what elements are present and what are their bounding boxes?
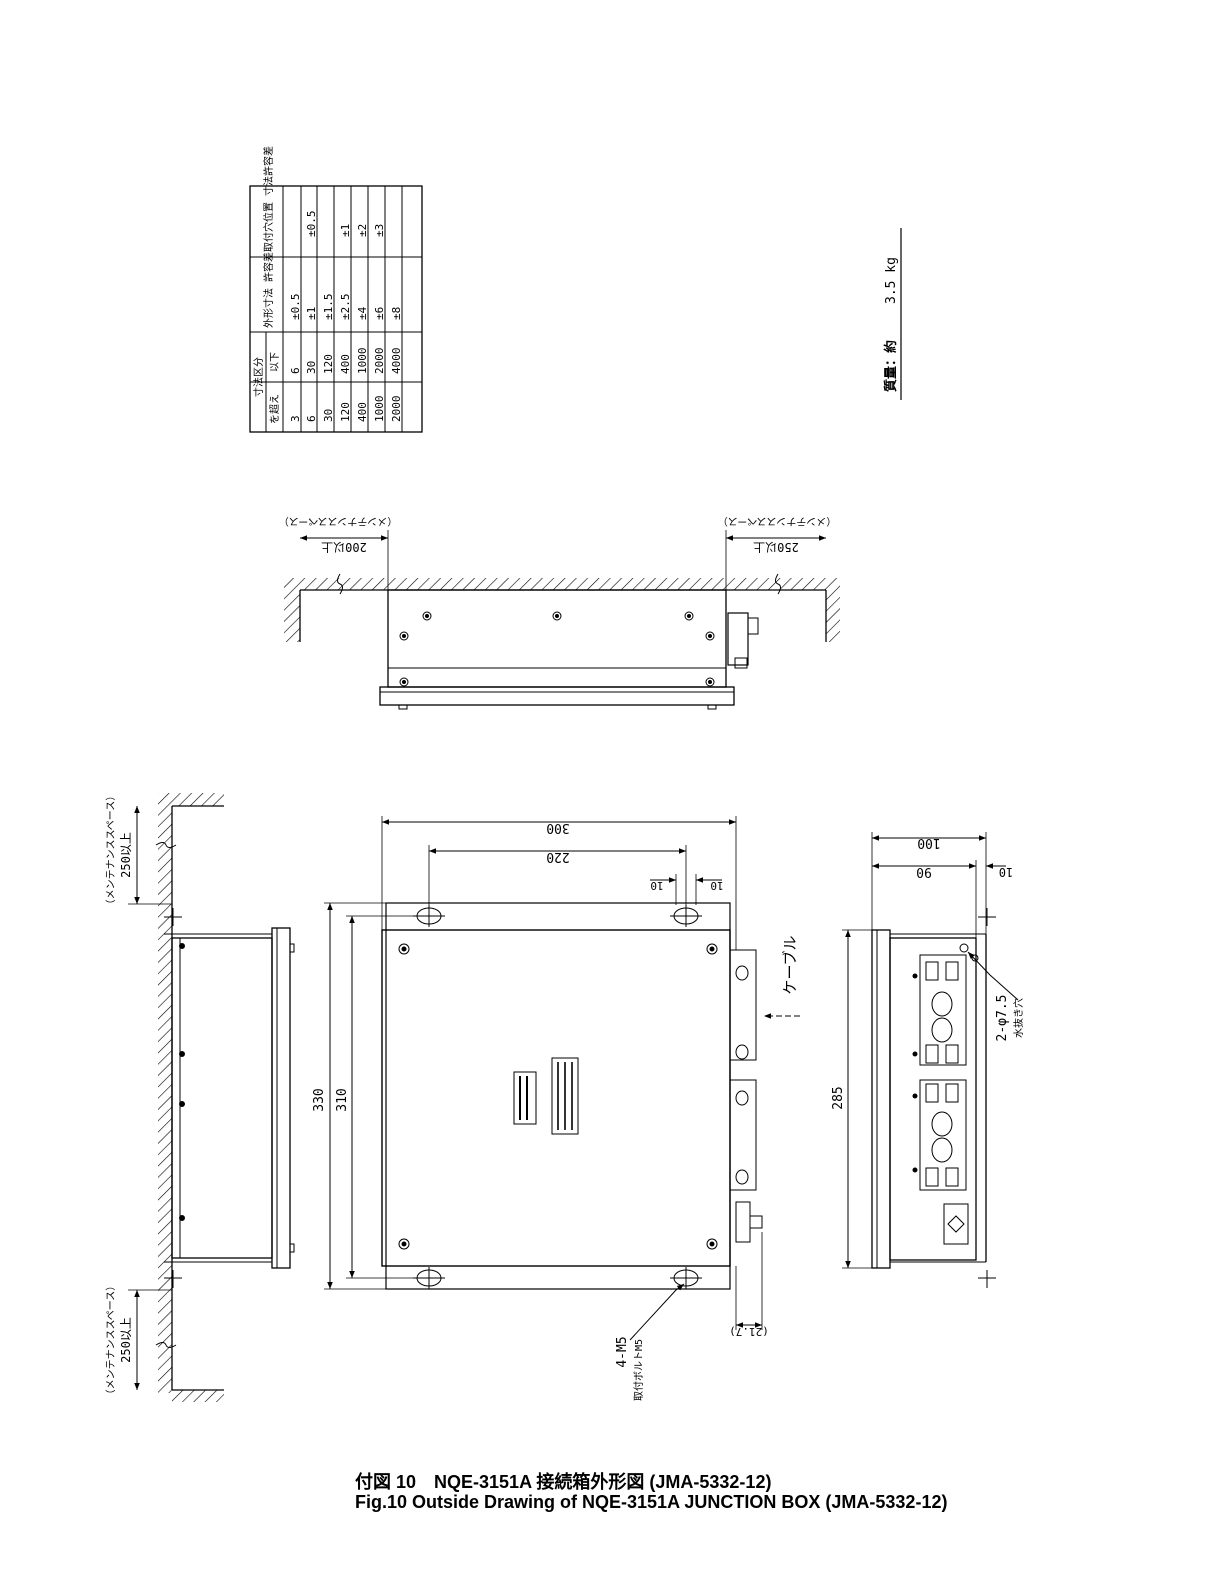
table-cell-outline: ±6	[373, 307, 386, 320]
drain-note: 2-φ7.5	[995, 995, 1010, 1042]
table-cell-over: 120	[339, 402, 352, 422]
table-cell-over: 1000	[373, 396, 386, 423]
tolerance-table: 寸法区分 を超え 以下 外形寸法 許容差 取付穴位置 寸法許容差 36±0.56…	[249, 146, 423, 433]
table-cell-over: 400	[356, 402, 369, 422]
nameplates	[513, 1057, 579, 1135]
table-cell-mount: ±2	[356, 224, 369, 237]
table-cell-upto: 6	[289, 367, 302, 374]
side-bottom-note: （メンテナンススペース）	[105, 1281, 117, 1400]
table-cell-mount: ±3	[373, 224, 386, 237]
front-view	[324, 816, 800, 1341]
table-cell-outline: ±8	[390, 307, 403, 320]
table-cell-outline: ±1	[305, 307, 318, 320]
figure-caption-ja: 付図 10 NQE-3151A 接続箱外形図 (JMA-5332-12)	[355, 1472, 772, 1492]
table-cell-upto: 120	[322, 354, 335, 374]
side-bottom-clearance: 250以上	[119, 1317, 133, 1363]
figure-caption-en: Fig.10 Outside Drawing of NQE-3151A JUNC…	[355, 1492, 948, 1512]
cover-screws	[398, 943, 718, 1250]
table-header-mount: 取付穴位置 寸法許容差	[262, 146, 275, 252]
table-cell-over: 2000	[390, 396, 403, 423]
hole-note-sub: 取付ボルトM5	[632, 1339, 645, 1401]
top-right-clearance: 250以上	[753, 540, 799, 554]
top-left-clearance: 200以上	[321, 540, 367, 554]
table-cell-upto: 30	[305, 361, 318, 374]
dim-height-285: 285	[831, 1086, 846, 1109]
table-cell-mount: ±0.5	[305, 211, 318, 238]
table-cell-upto: 4000	[390, 348, 403, 375]
dim-body-90: 90	[916, 864, 932, 879]
dim-hole-pitch-220: 220	[546, 849, 569, 864]
mass-label: 質量：約	[883, 340, 899, 392]
top-view-screws	[398, 611, 717, 710]
side-view	[128, 793, 295, 1402]
table-header-division: 寸法区分	[252, 357, 265, 397]
top-view	[284, 530, 840, 710]
hole-note: 4-M5	[615, 1336, 630, 1367]
table-cell-mount: ±1	[339, 224, 352, 237]
table-cell-outline: ±0.5	[289, 294, 302, 321]
table-header-upto: 以下	[270, 352, 281, 372]
outline-drawing: 寸法区分 を超え 以下 外形寸法 許容差 取付穴位置 寸法許容差 36±0.56…	[105, 146, 1025, 1402]
dim-width-300: 300	[546, 820, 569, 835]
cable-clamps	[912, 954, 967, 1191]
table-cell-outline: ±2.5	[339, 294, 352, 321]
table-cell-upto: 400	[339, 354, 352, 374]
mass-block: 質量：約 3.5 kg	[883, 228, 902, 400]
dim-flange-10: 10	[999, 865, 1013, 879]
table-header-over: を超え	[268, 394, 281, 424]
dim-slot-left-10: 10	[650, 879, 663, 892]
top-left-note: （メンテナンススペース）	[279, 515, 398, 527]
mounting-slots	[413, 905, 702, 1289]
cable-glands	[729, 949, 763, 1243]
table-cell-upto: 1000	[356, 348, 369, 375]
dim-slot-right-10: 10	[710, 879, 723, 892]
table-cell-over: 6	[305, 415, 318, 422]
table-header-outline: 外形寸法 許容差	[262, 252, 275, 328]
table-cell-outline: ±4	[356, 306, 369, 320]
table-cell-upto: 2000	[373, 348, 386, 375]
top-right-note: （メンテナンススペース）	[718, 515, 837, 527]
end-view	[842, 832, 1019, 1288]
cable-label: ケーブル	[781, 935, 799, 994]
table-cell-over: 30	[322, 409, 335, 422]
dim-height-330: 330	[312, 1088, 327, 1111]
dim-depth-100: 100	[917, 835, 940, 850]
table-rows: 36±0.5630±1±0.530120±1.5120400±2.5±14001…	[289, 211, 403, 423]
dim-protrusion: (21.7)	[729, 1325, 769, 1338]
table-cell-over: 3	[289, 415, 302, 422]
side-top-clearance: 250以上	[119, 832, 133, 878]
mass-value: 3.5 kg	[884, 257, 899, 304]
drain-note-sub: 水抜き穴	[1012, 998, 1025, 1038]
dim-height-310: 310	[335, 1088, 350, 1111]
side-top-note: （メンテナンススペース）	[105, 791, 117, 910]
table-cell-outline: ±1.5	[322, 294, 335, 321]
